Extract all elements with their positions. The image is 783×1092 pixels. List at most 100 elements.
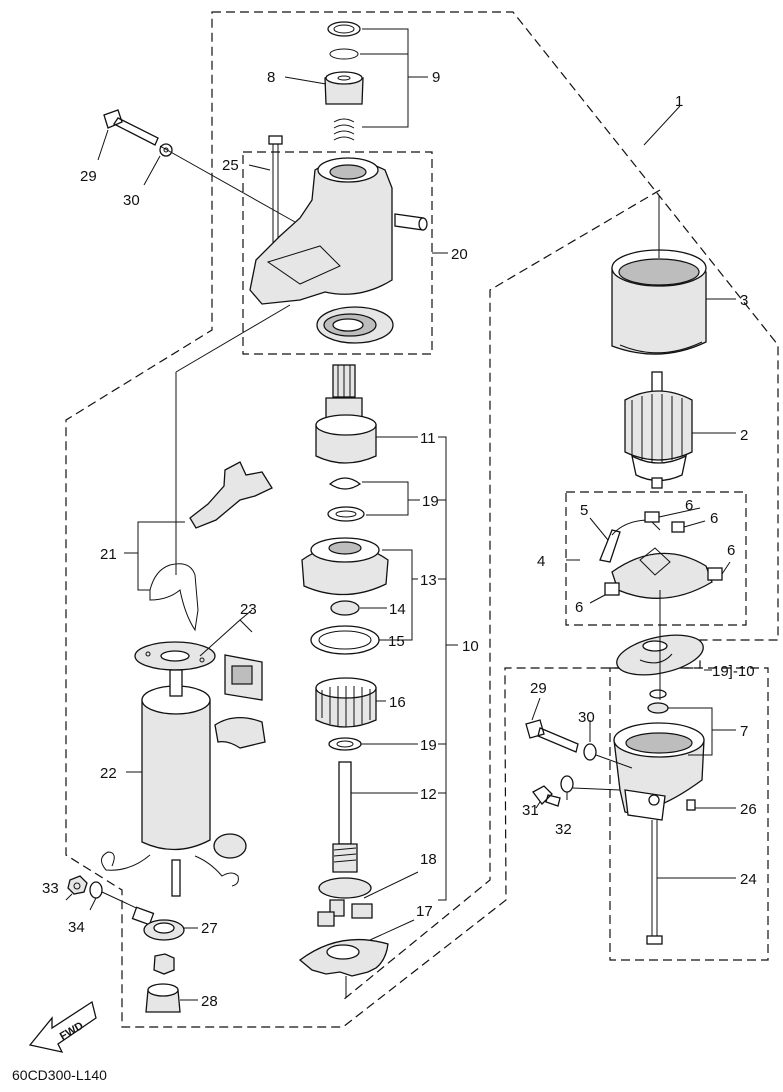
part-boot <box>213 833 247 859</box>
part-lead-wire <box>101 851 151 871</box>
callout-24: 24 <box>740 871 757 888</box>
callout-17: 17 <box>416 903 433 920</box>
callout-8: 8 <box>267 69 275 86</box>
part-brush-6c <box>707 567 723 581</box>
part-lever-21 <box>189 461 273 529</box>
callout-14: 14 <box>389 601 406 618</box>
part-washer-32 <box>560 775 574 793</box>
solenoid-parts <box>134 609 266 749</box>
through-bolt-top <box>97 109 296 223</box>
callout-22: 22 <box>100 765 117 782</box>
part-planet-gear-18c <box>317 911 335 927</box>
part-bolt-31 <box>532 785 561 807</box>
part-spring <box>333 118 355 141</box>
callout-2: 2 <box>740 427 748 444</box>
part-washer-30 <box>159 143 173 157</box>
callout-27: 27 <box>201 920 218 937</box>
armature-assembly <box>624 371 736 489</box>
callout-29b: 29 <box>530 680 547 697</box>
part-seal-23b <box>214 717 266 749</box>
callout-23: 23 <box>240 601 257 618</box>
fwd-arrow-icon: FWD <box>28 1000 97 1053</box>
callout-labels: 1 2 3 4 5 6 6 6 6 7 8 9 10 19]-10 11 12 … <box>42 69 757 1010</box>
part-washer-19b <box>328 737 362 751</box>
part-spring-21 <box>149 563 199 632</box>
callout-11: 11 <box>420 430 436 447</box>
callout-6d: 6 <box>575 599 583 616</box>
part-clip-ring <box>329 48 359 60</box>
boundary-brush-holder-4 <box>565 491 747 626</box>
part-screw-26 <box>686 799 696 811</box>
callout-33: 33 <box>42 880 59 897</box>
rear-bracket-assembly <box>613 590 736 945</box>
part-solenoid-22 <box>141 691 211 851</box>
part-nut <box>153 953 175 975</box>
part-carrier <box>318 877 372 899</box>
callout-20: 20 <box>451 246 468 263</box>
callout-4: 4 <box>537 553 545 570</box>
solenoid-assembly <box>101 669 247 897</box>
part-brush-6a <box>644 511 660 523</box>
callout-5: 5 <box>580 502 588 519</box>
part-terminal-5 <box>599 529 621 563</box>
callout-9: 9 <box>432 69 440 86</box>
part-bolt-29-rear <box>525 719 579 753</box>
part-planet-shaft-12 <box>338 761 352 845</box>
part-planet-gear-18b <box>351 903 373 919</box>
part-terminal-bolt-27 <box>131 906 155 926</box>
callout-28: 28 <box>201 993 218 1010</box>
callout-29a: 29 <box>80 168 97 185</box>
callout-12: 12 <box>420 786 437 803</box>
callout-25: 25 <box>222 157 239 174</box>
callout-19a: 19 <box>422 493 439 510</box>
part-nut-33 <box>67 875 88 895</box>
part-brush-6b <box>671 521 685 533</box>
part-front-bracket-20 <box>249 159 393 305</box>
part-bolt-29 <box>103 109 159 146</box>
brush-holder-assembly <box>566 507 731 604</box>
rear-mount-bolts <box>525 697 633 809</box>
callout-19-10: 19]-10 <box>712 663 755 680</box>
boundary-motor-inner <box>342 189 661 1001</box>
callout-6c: 6 <box>727 542 735 559</box>
callout-1: 1 <box>675 93 683 110</box>
boundary-front-bracket-20 <box>242 151 433 355</box>
part-ring-15 <box>310 625 380 655</box>
callout-7: 7 <box>740 723 748 740</box>
callout-6b: 6 <box>710 510 718 527</box>
part-bushing <box>647 702 669 714</box>
diagram-code: 60CD300-L140 <box>12 1067 107 1083</box>
callout-18: 18 <box>420 851 437 868</box>
lever-assembly <box>124 304 291 632</box>
callout-6a: 6 <box>685 497 693 514</box>
boundary-rear-bracket-24 <box>609 667 769 961</box>
callout-3: 3 <box>740 292 748 309</box>
assembly-boundaries <box>65 11 779 1028</box>
callout-34: 34 <box>68 919 85 936</box>
part-brush-6d <box>604 582 620 596</box>
part-brush-holder-4 <box>611 552 713 599</box>
part-washer-34 <box>89 881 103 899</box>
callout-30a: 30 <box>123 192 140 209</box>
boundary-assembly-1 <box>65 11 779 1028</box>
part-washer-19 <box>327 506 365 522</box>
yoke-assembly <box>611 195 736 355</box>
terminal-hardware <box>65 875 198 1013</box>
callout-26: 26 <box>740 801 757 818</box>
callout-30b: 30 <box>578 709 595 726</box>
pinion-kit <box>284 21 428 141</box>
callout-21: 21 <box>100 546 117 563</box>
part-bearing-14 <box>330 600 360 616</box>
front-bracket-assembly <box>248 135 448 344</box>
part-circlip-19 <box>328 477 362 490</box>
part-collar <box>327 21 361 37</box>
callout-15: 15 <box>388 633 405 650</box>
callout-31: 31 <box>522 802 539 819</box>
callout-16: 16 <box>389 694 406 711</box>
center-gear-column <box>298 364 458 998</box>
callout-19b: 19 <box>420 737 437 754</box>
callout-13: 13 <box>420 572 437 589</box>
callout-10: 10 <box>462 638 479 655</box>
